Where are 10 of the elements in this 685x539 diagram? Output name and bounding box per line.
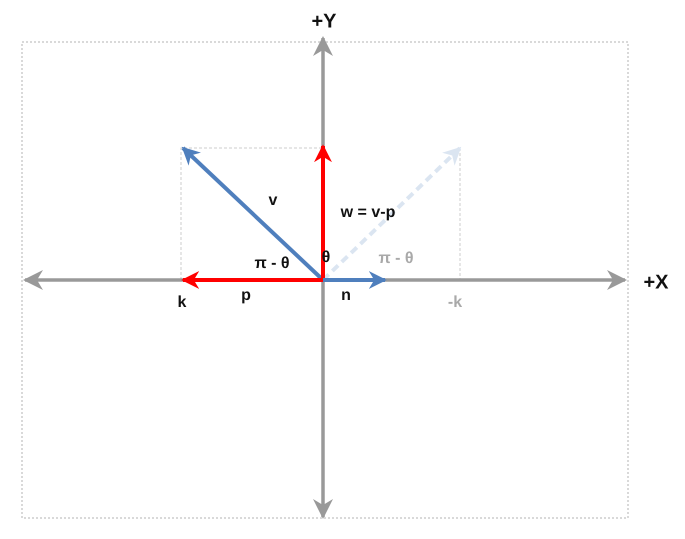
vector-label: v xyxy=(268,192,278,210)
vector-label: n xyxy=(341,287,351,305)
vector-label: π - θ xyxy=(378,250,414,268)
vector-label: k xyxy=(178,294,186,312)
axis-label: +X xyxy=(643,272,669,294)
vector-label: -k xyxy=(448,294,462,312)
axis-label: +Y xyxy=(311,10,337,34)
vector-label: w = v-p xyxy=(340,204,396,222)
vector-label: π - θ xyxy=(254,255,290,273)
vector-label: p xyxy=(241,287,251,305)
